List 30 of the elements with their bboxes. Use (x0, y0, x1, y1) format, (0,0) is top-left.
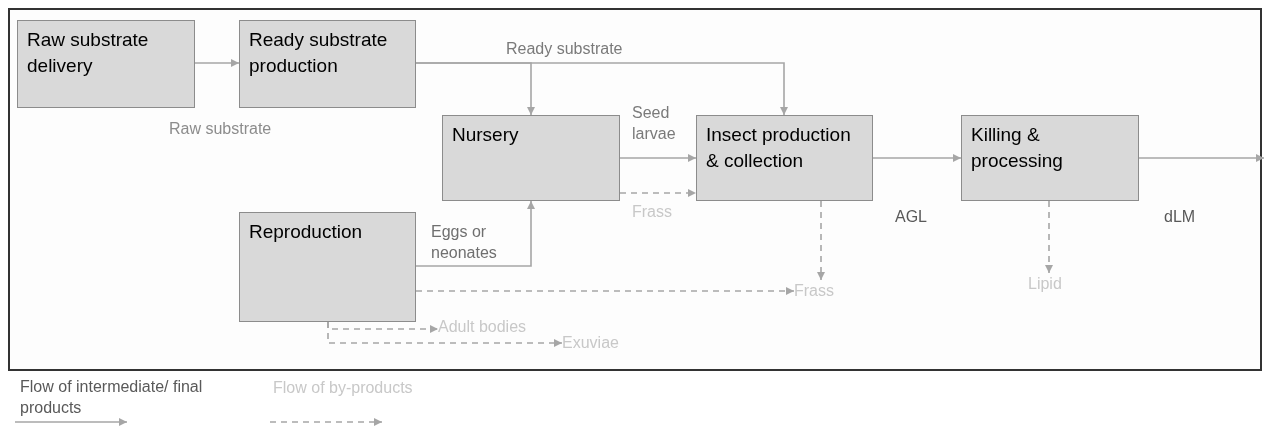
process-box (961, 115, 1139, 201)
process-box (239, 212, 416, 322)
box-title: Insect production & collection (706, 123, 852, 173)
box-title: Ready substrate production (249, 28, 389, 78)
dashed-arrow (415, 287, 795, 295)
edge-label: Eggs or neonates (431, 222, 498, 263)
arrow (194, 59, 240, 67)
box-title: Reproduction (249, 220, 364, 244)
process-box (17, 20, 195, 108)
dashed-arrow (1045, 200, 1053, 274)
arrow (619, 154, 697, 162)
dashed-arrow (327, 321, 563, 347)
edge-label: dLM (1164, 207, 1197, 227)
process-box (696, 115, 873, 201)
legend-label: Flow of intermediate/ final products (20, 377, 204, 418)
box-title: Nursery (452, 123, 520, 147)
process-box (442, 115, 620, 201)
dashed-arrow (817, 200, 825, 281)
arrow (872, 154, 962, 162)
dashed-arrow (619, 189, 697, 197)
edge-label: AGL (895, 207, 928, 227)
box-title: Killing & processing (971, 123, 1064, 173)
arrow (1138, 154, 1265, 162)
process-box (239, 20, 416, 108)
box-title: Raw substrate delivery (27, 28, 150, 78)
arrow (415, 200, 535, 267)
edge-label: Raw substrate (169, 119, 273, 139)
edge-label: Seed larvae (632, 103, 677, 144)
edge-label: Ready substrate (506, 39, 624, 59)
arrow (415, 62, 788, 116)
